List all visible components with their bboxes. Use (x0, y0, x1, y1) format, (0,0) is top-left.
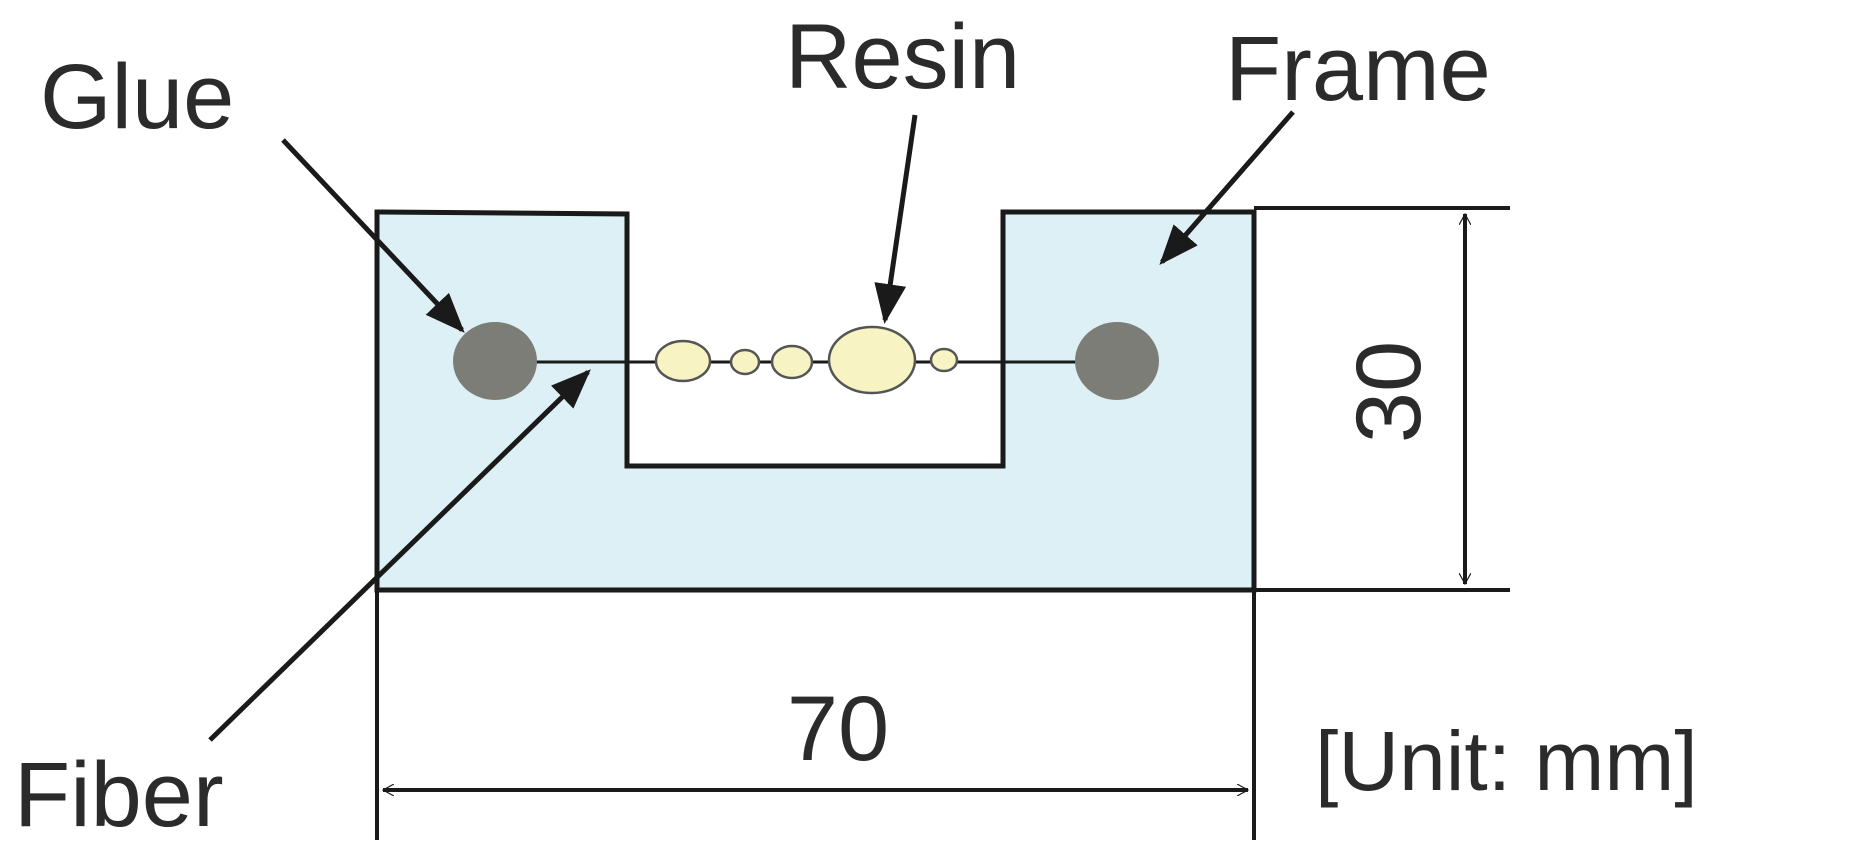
fiber-callout-arrow (208, 369, 591, 742)
frame-label: Frame (1225, 18, 1491, 120)
glue-dot-left (453, 322, 537, 400)
glue-label: Glue (40, 46, 234, 148)
glue-dot-right (1075, 322, 1159, 400)
frame-body (374, 209, 1257, 593)
resin-callout-arrow (874, 114, 918, 324)
fiber-label: Fiber (14, 744, 224, 846)
resin-label: Resin (785, 6, 1020, 108)
unit-label: [Unit: mm] (1315, 714, 1698, 808)
resin-droplet (770, 344, 814, 380)
glue-callout-arrow (281, 138, 465, 333)
frame-callout-arrow (1159, 110, 1295, 266)
height-dimension-label: 30 (1338, 341, 1440, 443)
resin-droplet (827, 325, 917, 395)
width-dimension-label: 70 (787, 678, 889, 780)
resin-droplet (654, 339, 712, 383)
resin-droplet (929, 347, 959, 373)
resin-droplet (729, 348, 761, 376)
